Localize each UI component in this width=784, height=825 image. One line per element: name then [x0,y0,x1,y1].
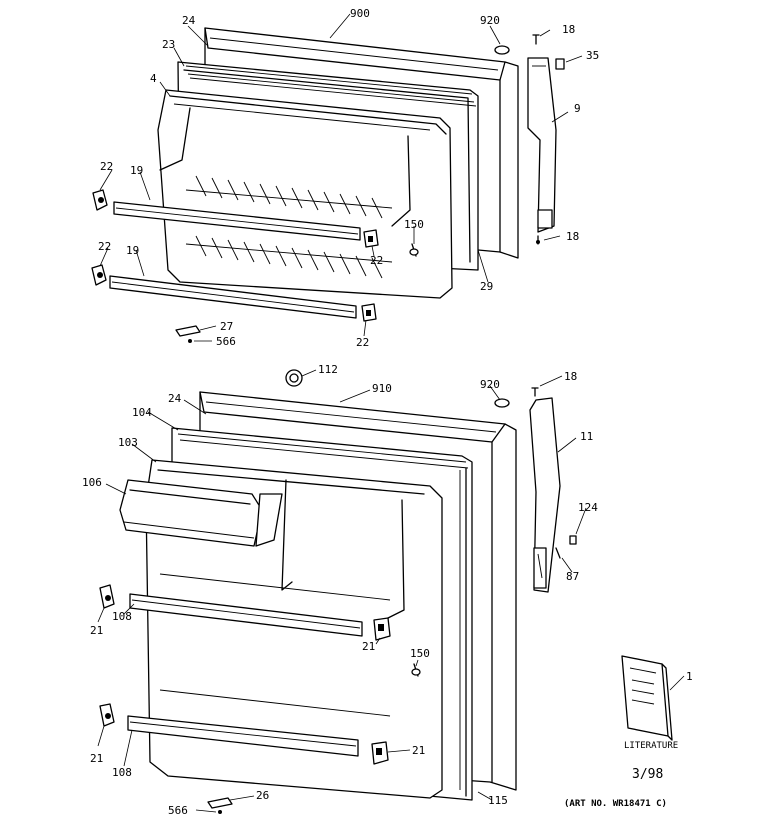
callout-19-lower: 19 [126,244,139,257]
literature-label: LITERATURE [624,741,678,751]
fresh-food-shelf-bar-upper [129,593,363,637]
date-code: 3/98 [632,767,663,782]
callout-115: 115 [488,794,508,807]
callout-18-lower: 18 [564,370,577,383]
callout-112: 112 [318,363,338,376]
callout-29: 29 [480,280,493,293]
fresh-food-door-handle [529,397,561,593]
callout-22-d: 22 [356,336,369,349]
callout-21-b: 21 [362,640,375,653]
fresh-food-small-parts [207,369,577,814]
callout-35: 35 [586,49,599,62]
callout-21-a: 21 [90,624,103,637]
callout-21-c: 21 [90,752,103,765]
callout-87: 87 [566,570,579,583]
freezer-shelf-supports [91,189,379,322]
callout-920-lower: 920 [480,378,500,391]
callout-18-mid: 18 [566,230,579,243]
literature-booklet-icon [621,655,673,741]
freezer-small-parts [175,34,565,343]
freezer-door-assembly [91,27,565,343]
callout-22-a: 22 [100,160,113,173]
fresh-food-shelf-bar-lower [127,715,359,757]
callout-11: 11 [580,430,593,443]
freezer-shelf-bar-upper [113,201,361,241]
leader-lines [97,13,685,813]
callout-104: 104 [132,406,152,419]
freezer-shelf-bar-lower [109,275,357,319]
callout-1: 1 [686,670,693,683]
callout-22-c: 22 [98,240,111,253]
callout-labels: 24 900 920 18 35 23 4 9 22 19 150 22 18 … [82,7,693,817]
fresh-food-door-assembly [99,369,577,814]
fresh-food-door-liner [145,459,443,799]
callout-106: 106 [82,476,102,489]
callout-566-lower: 566 [168,804,188,817]
callout-22-b: 22 [370,254,383,267]
callout-108-lower: 108 [112,766,132,779]
fresh-food-shelf-supports [99,584,391,765]
freezer-door-liner [157,89,453,299]
callout-108-upper: 108 [112,610,132,623]
callout-4: 4 [150,72,157,85]
callout-27: 27 [220,320,233,333]
callout-19-upper: 19 [130,164,143,177]
callout-124: 124 [578,501,598,514]
dairy-compartment-door [119,479,283,547]
callout-103: 103 [118,436,138,449]
callout-21-d: 21 [412,744,425,757]
callout-910: 910 [372,382,392,395]
callout-24-upper: 24 [182,14,196,27]
freezer-door-handle [527,57,557,233]
callout-23: 23 [162,38,175,51]
callout-566-upper: 566 [216,335,236,348]
callout-920-upper: 920 [480,14,500,27]
callout-150-lower: 150 [410,647,430,660]
callout-18-upper: 18 [562,23,575,36]
callout-150-upper: 150 [404,218,424,231]
callout-9: 9 [574,102,581,115]
art-number: (ART NO. WR18471 C) [564,799,667,809]
callout-26: 26 [256,789,269,802]
callout-900: 900 [350,7,370,20]
callout-24-lower: 24 [168,392,182,405]
